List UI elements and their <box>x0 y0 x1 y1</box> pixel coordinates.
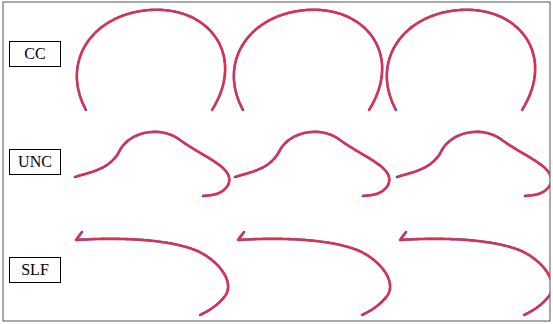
row-label: CC <box>24 45 45 63</box>
row-label-box: SLF <box>9 257 61 283</box>
row-label: UNC <box>18 153 52 171</box>
cc-tracts <box>77 10 535 110</box>
frame <box>3 2 550 321</box>
row-label-box: UNC <box>9 149 61 175</box>
row-label: SLF <box>21 261 49 279</box>
slf-tracts <box>76 232 550 315</box>
unc-tracts <box>75 132 550 196</box>
row-label-box: CC <box>9 41 61 67</box>
